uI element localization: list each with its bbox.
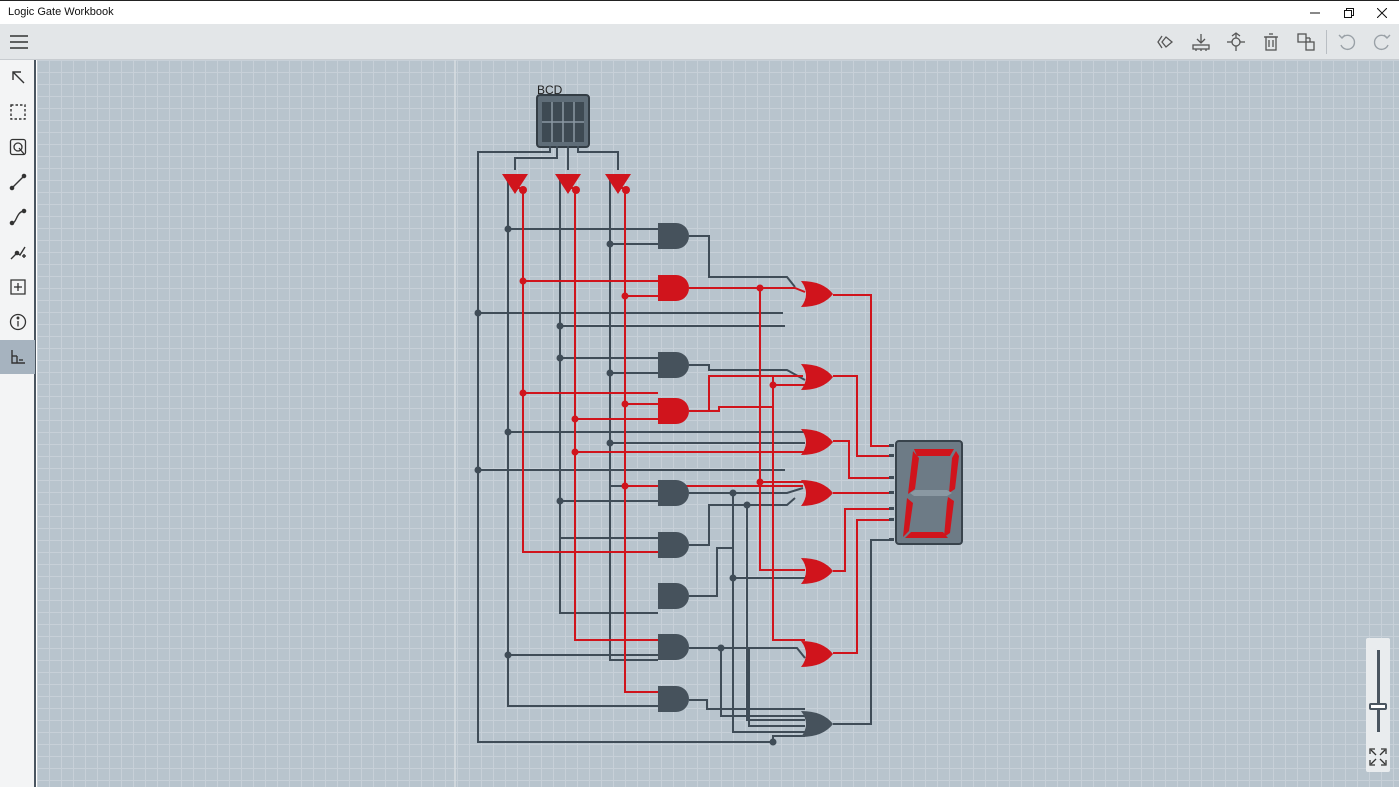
hamburger-menu-icon[interactable] xyxy=(4,28,34,56)
bcd-input[interactable]: BCD xyxy=(536,83,590,148)
and-gates[interactable] xyxy=(658,223,689,712)
undo-icon[interactable] xyxy=(1332,28,1362,56)
toolbar xyxy=(0,24,1399,60)
title-bar: Logic Gate Workbook xyxy=(0,0,1399,24)
import-icon[interactable] xyxy=(1186,28,1216,56)
wire-point-icon[interactable] xyxy=(0,235,35,269)
window-title: Logic Gate Workbook xyxy=(8,6,114,18)
restore-icon[interactable] xyxy=(1332,1,1366,24)
rotate-icon[interactable] xyxy=(1151,28,1181,56)
zoom-slider[interactable] xyxy=(1377,650,1380,732)
curved-wire-icon[interactable] xyxy=(0,200,35,234)
delete-icon[interactable] xyxy=(1256,28,1286,56)
info-icon[interactable] xyxy=(0,305,35,339)
add-component-icon[interactable] xyxy=(0,270,35,304)
bcd-label: BCD xyxy=(537,83,563,97)
touch-select-icon[interactable] xyxy=(0,130,35,164)
circuit-diagram: BCD xyxy=(454,60,963,787)
redo-icon[interactable] xyxy=(1367,28,1397,56)
wire-icon[interactable] xyxy=(0,165,35,199)
components-icon[interactable] xyxy=(1221,28,1251,56)
duplicate-icon[interactable] xyxy=(1291,28,1321,56)
circuit-canvas[interactable]: BCD xyxy=(37,60,1399,787)
minimize-icon[interactable] xyxy=(1298,1,1332,24)
tool-sidebar xyxy=(0,60,36,787)
close-icon[interactable] xyxy=(1365,1,1399,24)
not-gates[interactable] xyxy=(502,174,631,194)
zoom-control xyxy=(1366,638,1390,772)
seven-segment-display[interactable] xyxy=(889,440,963,545)
fit-screen-icon[interactable] xyxy=(1369,748,1387,771)
select-arrow-icon[interactable] xyxy=(0,60,35,94)
marquee-select-icon[interactable] xyxy=(0,95,35,129)
zoom-thumb[interactable] xyxy=(1369,703,1387,710)
or-gates[interactable] xyxy=(801,281,833,737)
toolbar-separator xyxy=(1326,30,1327,54)
snap-grid-icon[interactable] xyxy=(0,340,35,374)
